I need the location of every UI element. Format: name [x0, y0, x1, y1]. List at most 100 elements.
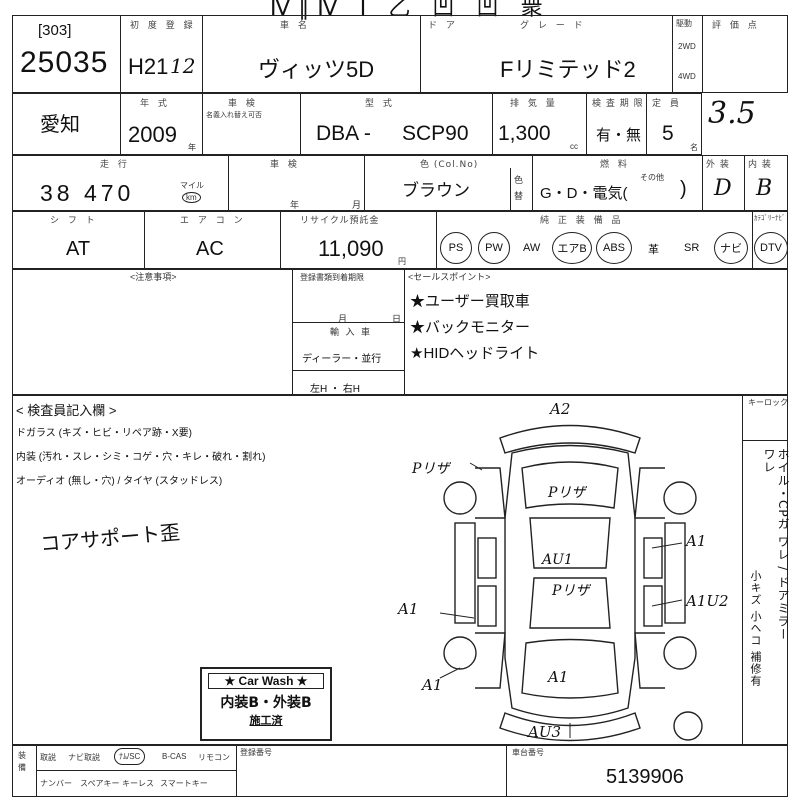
fuel: G・D・電気( — [540, 185, 628, 202]
shift-label: シ フ ト — [50, 216, 98, 226]
equip-leather: 革 — [648, 244, 659, 256]
drive-label: 駆動 — [676, 19, 692, 28]
year-unit: 年 — [188, 143, 196, 152]
model-code: SCP90 — [402, 122, 469, 145]
correction-label: 登録書類到着期限 — [300, 273, 364, 282]
inspection-sub: 名義入れ替え可否 — [206, 112, 262, 119]
row-mileage — [12, 155, 788, 211]
drive-2wd: 2WD — [678, 42, 696, 51]
grade-label: グ レ ー ド — [520, 21, 586, 31]
aircon-label: エ ア コ ン — [180, 216, 246, 226]
footer-section — [12, 745, 788, 797]
notes-section — [12, 269, 788, 395]
correction-day: 日 — [392, 314, 402, 324]
shaken-year: 年 — [290, 200, 300, 210]
navi-cat-label: ｶﾃｺﾞﾘｰﾅﾋﾞ — [754, 214, 786, 222]
aircon: AC — [196, 238, 224, 260]
lot-label: [303] — [38, 22, 72, 39]
mark-a1-right: A1 — [686, 532, 707, 550]
car-wash-stamp: ★ Car Wash ★ 内装B・外装B 施工済 — [200, 667, 332, 741]
fuel-close: ) — [680, 178, 687, 200]
row-spec — [12, 93, 702, 155]
drive-4wd: 4WD — [678, 72, 696, 81]
footer-smart-key: スマートキー — [160, 779, 208, 788]
equip-dtv: DTV — [754, 232, 788, 264]
interior-grade: B — [756, 176, 773, 201]
car-name-label: 車 名 — [280, 21, 310, 31]
footer-remote: リモコン — [198, 753, 230, 762]
mileage: 38 470 — [40, 180, 135, 206]
mark-au1: AU1 — [542, 552, 573, 568]
equip-navi: ナビ — [714, 232, 748, 264]
footer-number: ナンバー — [40, 779, 72, 788]
sell-label: <セールスポイント> — [408, 272, 491, 282]
caution-label: <注意事項> — [130, 272, 177, 282]
equip-airbag: エアB — [552, 232, 592, 264]
footer-sc: ﾅﾑ/SC — [114, 748, 146, 765]
first-reg-label: 初 度 登 録 — [130, 21, 196, 31]
inspector-line-2: 内装 (汚れ・スレ・シミ・コゲ・穴・キレ・破れ・割れ) — [16, 452, 266, 463]
fuel-label: 燃 料 — [600, 160, 630, 170]
shaken-month: 月 — [352, 200, 362, 210]
sell-point-2: ★バックモニター — [410, 319, 531, 336]
footer-navi-manual: ナビ取説 — [68, 753, 100, 762]
mark-a1-rear: A1 — [548, 668, 569, 686]
car-name: ヴィッツ5D — [258, 57, 375, 82]
displacement-unit: cc — [570, 142, 578, 151]
inspection-due: 有・無 — [596, 127, 642, 144]
exterior-label: 外 装 — [706, 160, 730, 170]
mark-p2: Pリザ — [548, 485, 586, 501]
import-label: 輸 入 車 — [330, 327, 373, 337]
capacity-label: 定 員 — [652, 99, 682, 109]
sell-point-3: ★HIDヘッドライト — [410, 345, 540, 362]
mileage-label: 走 行 — [100, 160, 130, 170]
capacity-unit: 名 — [690, 143, 698, 152]
equip-pw: PW — [478, 232, 510, 264]
equip-abs: ABS — [596, 232, 632, 264]
steering: 左H ・ 右H — [310, 384, 360, 395]
registration-label: 登録番号 — [240, 748, 272, 757]
model-label: 型 式 — [365, 99, 395, 109]
inspection-label: 車 検 — [228, 99, 258, 109]
lot-number: 25035 — [20, 46, 109, 79]
model-prefix: DBA - — [316, 122, 371, 145]
equip-aw: AW — [523, 242, 541, 254]
recycle: 11,090 — [318, 236, 384, 261]
year: 2009 — [128, 122, 177, 147]
mark-p3: Pリザ — [552, 583, 590, 599]
mark-p1: Pリザ — [412, 461, 450, 477]
equipment-label: 純 正 装 備 品 — [540, 216, 624, 226]
mark-a1-lower-left: A1 — [422, 676, 443, 694]
sell-point-1: ★ユーザー買取車 — [410, 293, 530, 310]
displacement-label: 排 気 量 — [510, 99, 558, 109]
inspector-section — [12, 395, 788, 745]
row-basic-info — [12, 15, 788, 93]
key-label: キーロック — [748, 398, 788, 407]
recycle-label: リサイクル預託金 — [300, 216, 380, 226]
door-label: ド ア — [428, 21, 458, 31]
mark-a1u2: A1U2 — [686, 592, 729, 610]
color: ブラウン — [402, 181, 470, 200]
color-label: 色 (Col.No) — [420, 160, 479, 170]
score-label: 評 価 点 — [712, 21, 760, 31]
first-reg-era: H21 — [128, 54, 169, 79]
mark-a2: A2 — [550, 400, 571, 418]
car-wash-done: 施工済 — [249, 714, 283, 727]
mark-a1-left: A1 — [398, 600, 419, 618]
inspector-line-1: ドガラス (キズ・ヒビ・リペア跡・X要) — [16, 428, 192, 439]
recycle-unit: 円 — [398, 257, 406, 266]
chassis-number: 5139906 — [606, 766, 684, 788]
equip-sr: SR — [684, 242, 700, 254]
mark-au3: AU3 — [528, 723, 562, 741]
capacity: 5 — [662, 122, 674, 145]
color-change: 色替 — [514, 175, 524, 201]
region: 愛知 — [40, 114, 80, 136]
year-label: 年 式 — [140, 99, 170, 109]
first-reg-month: 12 — [170, 54, 196, 78]
footer-keyless: キーレス — [122, 779, 154, 788]
fuel-other: その他 — [640, 173, 664, 182]
inspector-label: < 検査員記入欄 > — [16, 403, 117, 418]
import-dealer: ディーラー・並行 — [302, 354, 382, 365]
inspector-side-text-2: 小キズ 小ヘコ 補修有 — [749, 570, 762, 687]
inspector-line-3: オーディオ (無し・穴) / タイヤ (スタッドレス) — [16, 476, 223, 487]
